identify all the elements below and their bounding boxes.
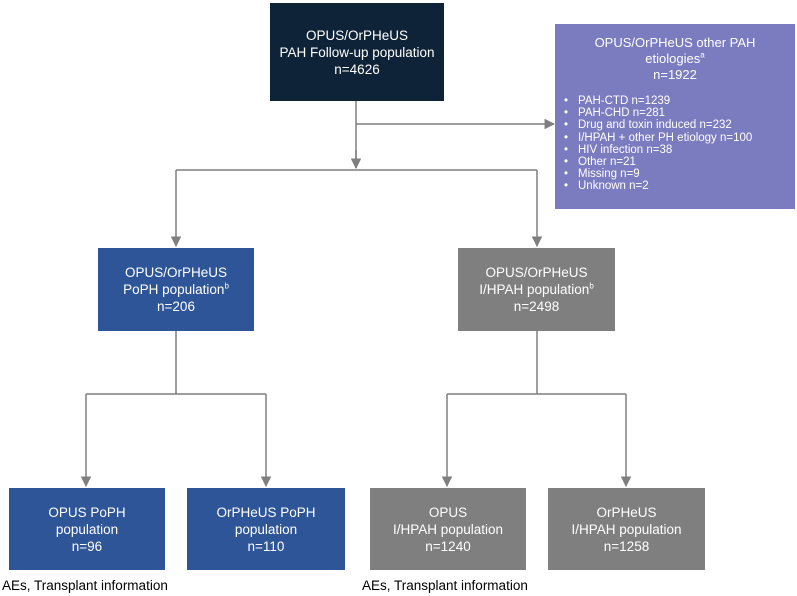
etiology-item: PAH-CHD n=281 xyxy=(564,107,795,119)
opus-poph-line2: population xyxy=(55,521,119,537)
caption-left: AEs, Transplant information xyxy=(2,578,168,593)
poph-box-line2: PoPH populationb xyxy=(123,281,229,298)
opus-ihpah-line3: n=1240 xyxy=(425,538,471,554)
orpheus-poph-line3: n=110 xyxy=(247,538,285,554)
pah-follow-up-population-box: OPUS/OrPHeUS PAH Follow-up population n=… xyxy=(270,3,444,101)
top-box-line3: n=4626 xyxy=(334,61,380,77)
etiology-item: Unknown n=2 xyxy=(564,180,795,192)
opus-poph-line1: OPUS PoPH xyxy=(48,504,126,520)
poph-box-line1: OPUS/OrPHeUS xyxy=(124,265,228,280)
ihpah-population-box: OPUS/OrPHeUS I/HPAH populationb n=2498 xyxy=(458,248,615,331)
ihpah-box-line2: I/HPAH populationb xyxy=(479,281,594,298)
etiology-item: Drug and toxin induced n=232 xyxy=(564,119,795,131)
etiology-item: Other n=21 xyxy=(564,156,795,168)
top-box-line2: PAH Follow-up population xyxy=(279,44,435,60)
caption-right: AEs, Transplant information xyxy=(362,578,528,593)
poph-population-box: OPUS/OrPHeUS PoPH populationb n=206 xyxy=(98,248,254,331)
other-box-line2: etiologiesa xyxy=(645,51,704,67)
etiology-list: PAH-CTD n=1239 PAH-CHD n=281 Drug and to… xyxy=(555,95,795,193)
opus-poph-line3: n=96 xyxy=(71,538,103,554)
ihpah-box-line1: OPUS/OrPHeUS xyxy=(485,265,588,280)
poph-box-line3: n=206 xyxy=(157,299,195,314)
other-box-line3: n=1922 xyxy=(653,67,697,82)
opus-poph-population-box: OPUS PoPH population n=96 xyxy=(9,488,165,570)
orpheus-poph-line1: OrPHeUS PoPH xyxy=(216,504,316,520)
orpheus-ihpah-line1: OrPHeUS xyxy=(596,504,657,520)
opus-ihpah-population-box: OPUS I/HPAH population n=1240 xyxy=(370,488,526,570)
etiology-item: PAH-CTD n=1239 xyxy=(564,95,795,107)
orpheus-poph-line2: population xyxy=(234,521,298,537)
poph-box-line2-text: PoPH population xyxy=(123,282,225,297)
orpheus-ihpah-line2: I/HPAH population xyxy=(571,521,682,537)
top-box-line1: OPUS/OrPHeUS xyxy=(305,27,409,43)
footnote-b: b xyxy=(589,281,594,291)
other-box-line2-text: etiologies xyxy=(645,51,701,66)
orpheus-ihpah-line3: n=1258 xyxy=(603,538,650,554)
etiology-item: Missing n=9 xyxy=(564,168,795,180)
opus-ihpah-line2: I/HPAH population xyxy=(392,521,504,537)
etiology-item: HIV infection n=38 xyxy=(564,144,795,156)
other-box-line1: OPUS/OrPHeUS other PAH xyxy=(594,35,756,50)
opus-ihpah-line1: OPUS xyxy=(428,504,468,520)
footnote-a: a xyxy=(700,50,705,60)
orpheus-poph-population-box: OrPHeUS PoPH population n=110 xyxy=(187,488,345,570)
orpheus-ihpah-population-box: OrPHeUS I/HPAH population n=1258 xyxy=(548,488,705,570)
footnote-b: b xyxy=(224,281,229,291)
other-pah-etiologies-box: OPUS/OrPHeUS other PAH etiologiesa n=192… xyxy=(555,24,795,209)
etiology-item: I/HPAH + other PH etiology n=100 xyxy=(564,132,795,144)
ihpah-box-line2-text: I/HPAH population xyxy=(479,282,590,297)
ihpah-box-line3: n=2498 xyxy=(513,299,560,314)
